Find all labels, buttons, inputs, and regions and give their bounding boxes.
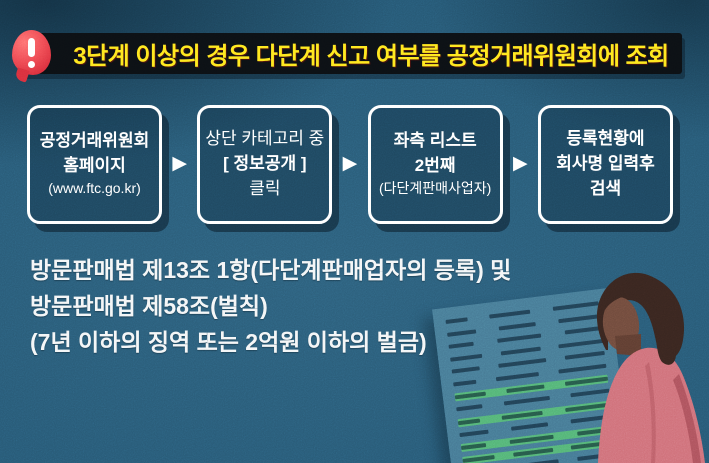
sheet-cell [457, 418, 480, 425]
headline-bar: 3단계 이상의 경우 다단계 신고 여부를 공정거래위원회에 조회 [20, 33, 682, 74]
arrow-right-icon: ▶ [342, 153, 358, 174]
step-line: 회사명 입력후 [556, 154, 655, 174]
sheet-cell [459, 429, 489, 437]
step-line: 좌측 리스트 [393, 131, 477, 151]
step-box-3: 좌측 리스트 2번째 (다단계판매사업자) [367, 105, 503, 224]
step-line: 홈페이지 [63, 155, 126, 175]
sheet-cell [460, 443, 486, 451]
step-line: [ 정보공개 ] [223, 154, 307, 174]
step-line: 공정거래위원회 [39, 131, 150, 151]
arrow-right-icon: ▶ [513, 153, 528, 174]
step-line: 클릭 [249, 178, 281, 198]
sheet-cell [451, 366, 480, 374]
step-line: (다단계판매사업자) [378, 180, 492, 197]
arrow-right-icon: ▶ [172, 153, 187, 174]
headline-text: 3단계 이상의 경우 다단계 신고 여부를 공정거래위원회에 조회 [73, 43, 669, 70]
legal-line-1: 방문판매법 제13조 1항(다단계판매업자의 등록) 및 [30, 257, 512, 283]
step-line: 등록현황에 [566, 129, 645, 149]
legal-text: 방문판매법 제13조 1항(다단계판매업자의 등록) 및 방문판매법 제58조(… [30, 252, 511, 360]
alert-exclamation-icon [12, 30, 51, 75]
woman-illustration [596, 272, 705, 463]
step-line: (www.ftc.go.kr) [48, 180, 141, 197]
step-box-2: 상단 카테고리 중 [ 정보공개 ] 클릭 [197, 105, 333, 224]
sheet-cell [454, 391, 486, 400]
legal-line-3: (7년 이하의 징역 또는 2억원 이하의 벌금) [30, 329, 427, 355]
sheet-cell [462, 455, 496, 463]
sheet-cell [456, 404, 483, 412]
exclamation-bar [28, 37, 35, 57]
step-line: 검색 [589, 178, 622, 198]
sheet-cell [453, 379, 477, 387]
exclamation-dot [28, 60, 35, 68]
legal-line-2: 방문판매법 제58조(벌칙) [30, 293, 268, 319]
step-line: 상단 카테고리 중 [205, 129, 325, 149]
step-line: 2번째 [414, 155, 456, 175]
